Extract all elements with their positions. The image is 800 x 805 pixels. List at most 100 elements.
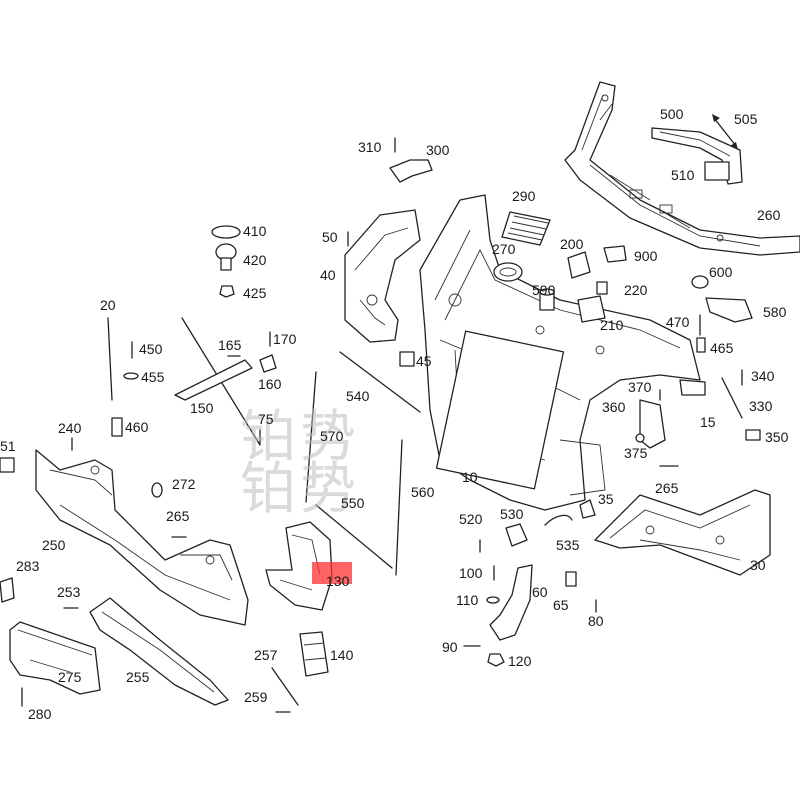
washer-110 [486,596,500,604]
part-220 [596,281,608,295]
label-200: 200 [560,236,584,252]
bracket-580 [705,297,753,323]
lower-bracket-30 [594,489,771,576]
highlight-part-130 [312,562,352,584]
seal-550 [315,504,393,569]
label-600: 600 [709,264,733,280]
cap-410 [211,225,241,239]
label-500: 500 [660,106,684,122]
part-45 [399,351,415,367]
washer-455 [123,372,139,380]
label-580: 580 [763,304,787,320]
label-283: 283 [16,558,40,574]
label-170: 170 [273,331,297,347]
part-210 [577,295,606,323]
washer-272 [151,482,163,498]
label-455: 455 [141,369,165,385]
label-50: 50 [322,229,338,245]
bracket-140 [299,631,329,677]
label-360: 360 [602,399,626,415]
label-20: 20 [100,297,116,313]
label-80: 80 [588,613,604,629]
side-bracket-40 [344,209,421,343]
bracket-275 [9,621,101,695]
hose-535 [544,514,573,526]
label-420: 420 [243,252,267,268]
label-425: 425 [243,285,267,301]
label-272: 272 [172,476,196,492]
part-35 [579,499,596,519]
label-550: 550 [341,495,365,511]
label-250: 250 [42,537,66,553]
label-505: 505 [734,111,758,127]
bumper-420 [215,243,237,271]
clip-65 [565,571,577,587]
label-150: 150 [190,400,214,416]
seal-540 [339,351,421,413]
label-255: 255 [126,669,150,685]
part-160 [259,354,277,373]
bracket-500 [651,114,743,185]
part-51 [0,457,15,473]
label-900: 900 [634,248,658,264]
seal-560 [395,439,403,576]
label-30: 30 [750,557,766,573]
label-330: 330 [749,398,773,414]
nut-375 [635,433,645,443]
part-15 [679,379,706,396]
nut-425 [219,285,235,298]
part-600 [691,275,709,289]
bracket-360 [639,399,666,449]
cylinder-590 [539,288,555,311]
label-160: 160 [258,376,282,392]
label-15: 15 [700,414,716,430]
grommet-270 [493,262,523,282]
label-530: 530 [500,506,524,522]
vent-290 [501,211,551,246]
label-270: 270 [492,241,516,257]
nut-120 [487,653,505,667]
part-460 [111,417,123,437]
watermark-text: 铂势 [240,405,360,470]
support-255 [89,597,229,706]
label-340: 340 [751,368,775,384]
label-520: 520 [459,511,483,527]
rod-257 [271,667,299,706]
label-60: 60 [532,584,548,600]
label-257: 257 [254,647,278,663]
bracket-300 [389,159,433,183]
label-470: 470 [666,314,690,330]
label-560: 560 [411,484,435,500]
upper-cross-member-260 [564,81,800,256]
watermark-text-lower: 铂势 [240,457,360,522]
bracket-150 [174,359,253,401]
label-165: 165 [218,337,242,353]
label-375: 375 [624,445,648,461]
label-253: 253 [57,584,81,600]
label-300: 300 [426,142,450,158]
label-51: 51 [0,438,16,454]
label-275: 275 [58,669,82,685]
label-259: 259 [244,689,268,705]
part-465 [696,337,706,353]
label-265b: 265 [655,480,679,496]
part-200 [567,251,591,279]
label-10: 10 [462,469,478,485]
bracket-60 [489,564,533,641]
label-280: 280 [28,706,52,722]
label-35: 35 [598,491,614,507]
label-40: 40 [320,267,336,283]
part-900 [603,245,627,263]
clip-283 [0,577,15,603]
label-310: 310 [358,139,382,155]
label-210: 210 [600,317,624,333]
label-370: 370 [628,379,652,395]
part-530 [505,523,528,547]
rod-330 [721,377,743,419]
label-265a: 265 [166,508,190,524]
label-120: 120 [508,653,532,669]
label-100: 100 [459,565,483,581]
label-590: 590 [532,282,556,298]
